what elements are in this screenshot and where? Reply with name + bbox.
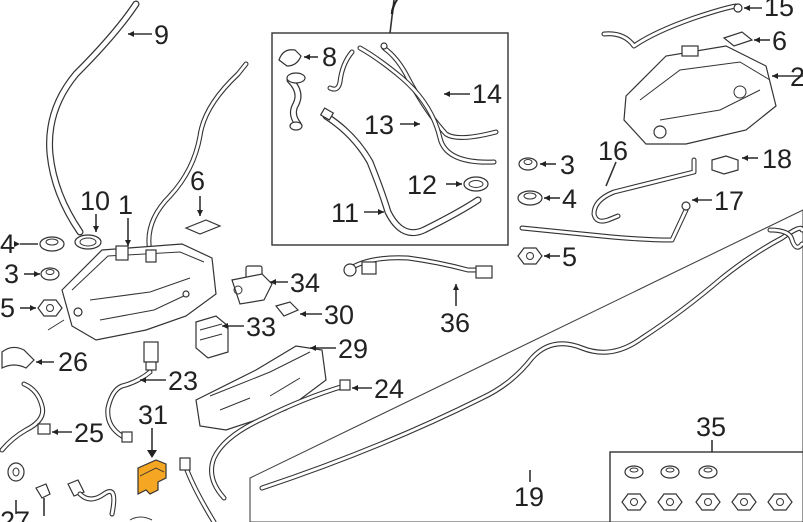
callout-24: 24: [374, 374, 404, 404]
kit-grommet-1: [624, 465, 644, 479]
callout-8: 8: [322, 42, 337, 72]
part-3-grommet-left: [40, 267, 60, 281]
callout-6-left: 6: [190, 166, 205, 196]
callout-4-right: 4: [562, 184, 577, 214]
part-23-sensor: [105, 341, 159, 443]
part-30-cap: [274, 301, 300, 317]
callout-19: 19: [514, 482, 544, 512]
leader-arrowheads: [14, 5, 778, 435]
part-36-harness: [343, 255, 493, 279]
callout-30: 30: [324, 300, 354, 330]
callout-2: 2: [790, 62, 803, 92]
callout-31: 31: [138, 400, 168, 430]
part-29-bracket: [195, 345, 327, 431]
kit-nut-5: [767, 493, 793, 511]
part-26-clip: [1, 346, 35, 369]
part-27-grommet: [7, 462, 51, 516]
callout-12: 12: [407, 170, 437, 200]
callout-27: 27: [0, 506, 30, 522]
part-18-bracket: [711, 155, 739, 175]
part-24-harness: [209, 379, 351, 501]
callout-11: 11: [331, 198, 359, 228]
callout-13: 13: [364, 110, 394, 140]
callout-35: 35: [696, 412, 726, 442]
part-6-pad-right: [722, 31, 754, 47]
part-1-washer-tank: [47, 243, 217, 341]
kit-grommet-2: [660, 465, 680, 479]
part-15-pipe: [601, 3, 743, 49]
part-4-grommet-right: [517, 190, 543, 206]
callout-5-right: 5: [562, 242, 577, 272]
part-cable-lower: [129, 457, 217, 522]
callout-6-right: 6: [772, 26, 787, 56]
part-connector-bottom: [67, 479, 117, 517]
callout-1: 1: [118, 190, 133, 220]
callout-26: 26: [58, 347, 88, 377]
part-10-clamp: [74, 234, 102, 250]
arrow-31: [147, 450, 157, 458]
part-12-clamp: [463, 176, 489, 192]
part-5-nut-left: [37, 299, 63, 317]
part-2-canister: [623, 45, 777, 145]
callout-3-right: 3: [560, 150, 575, 180]
callout-9: 9: [154, 20, 169, 50]
callout-14: 14: [472, 79, 502, 109]
part-31-highlighted: [137, 459, 167, 495]
part-11-hose: [319, 107, 482, 237]
part-4-grommet-left: [39, 236, 65, 252]
part-3-grommet-right: [518, 157, 538, 171]
callout-5-left: 5: [0, 293, 15, 323]
part-8-hose-elbow: [278, 49, 306, 131]
callout-3-left: 3: [4, 259, 19, 289]
callout-23: 23: [168, 366, 198, 396]
part-34-valve: [231, 265, 273, 305]
callout-34: 34: [290, 268, 320, 298]
part-25-harness: [0, 381, 51, 453]
callout-36: 36: [440, 308, 470, 338]
part-filler-pipe: [146, 61, 249, 255]
callout-25: 25: [74, 418, 104, 448]
kit-nut-3: [695, 493, 721, 511]
callout-4-left: 4: [0, 229, 15, 259]
part-17-pipe: [519, 201, 691, 243]
callout-7: 7: [386, 0, 401, 20]
callout-10: 10: [80, 186, 110, 216]
part-6-pad-left: [184, 219, 222, 235]
callout-15: 15: [764, 0, 794, 22]
kit-grommet-3: [698, 465, 718, 479]
callout-16: 16: [598, 136, 628, 166]
hose-group-box: [271, 0, 509, 246]
part-5-nut-right: [517, 247, 543, 265]
part-16-pipe: [591, 157, 697, 224]
part-13-tube: [327, 45, 497, 165]
callout-29: 29: [338, 334, 368, 364]
callout-33: 33: [246, 312, 276, 342]
kit-nut-2: [657, 493, 683, 511]
kit-nut-4: [731, 493, 757, 511]
part-19-panel: [249, 209, 803, 522]
part-33-module: [195, 315, 229, 359]
part-35-hardware-kit: [609, 440, 803, 522]
callout-18: 18: [762, 144, 792, 174]
part-9-hose: [46, 0, 140, 236]
kit-nut-1: [621, 493, 647, 511]
callout-17: 17: [714, 186, 744, 216]
